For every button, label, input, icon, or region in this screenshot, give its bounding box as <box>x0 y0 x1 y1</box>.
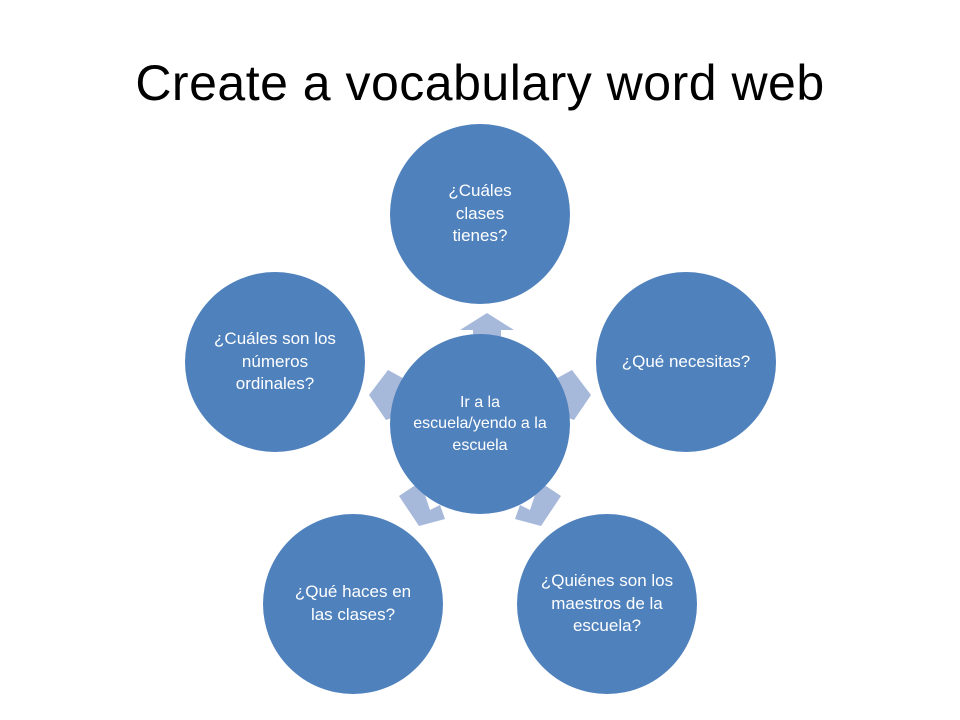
center-node: Ir a la escuela/yendo a la escuela <box>390 334 570 514</box>
arrow-down-left-icon <box>399 486 445 526</box>
node-clases-label: ¿Cuáles clases tienes? <box>448 180 512 246</box>
node-ordinales-label: ¿Cuáles son los números ordinales? <box>214 328 336 394</box>
node-maestros: ¿Quiénes son los maestros de la escuela? <box>517 514 697 694</box>
node-haces-label: ¿Qué haces en las clases? <box>294 582 412 624</box>
node-necesitas: ¿Qué necesitas? <box>596 272 776 452</box>
node-necesitas-label: ¿Qué necesitas? <box>621 351 751 371</box>
node-maestros-label: ¿Quiénes son los maestros de la escuela? <box>540 570 674 636</box>
node-clases: ¿Cuáles clases tienes? <box>390 124 570 304</box>
slide-title: Create a vocabulary word web <box>135 55 825 111</box>
node-ordinales: ¿Cuáles son los números ordinales? <box>185 272 365 452</box>
center-node-label: Ir a la escuela/yendo a la escuela <box>413 393 547 454</box>
arrow-down-right-icon <box>515 486 561 526</box>
node-haces: ¿Qué haces en las clases? <box>263 514 443 694</box>
